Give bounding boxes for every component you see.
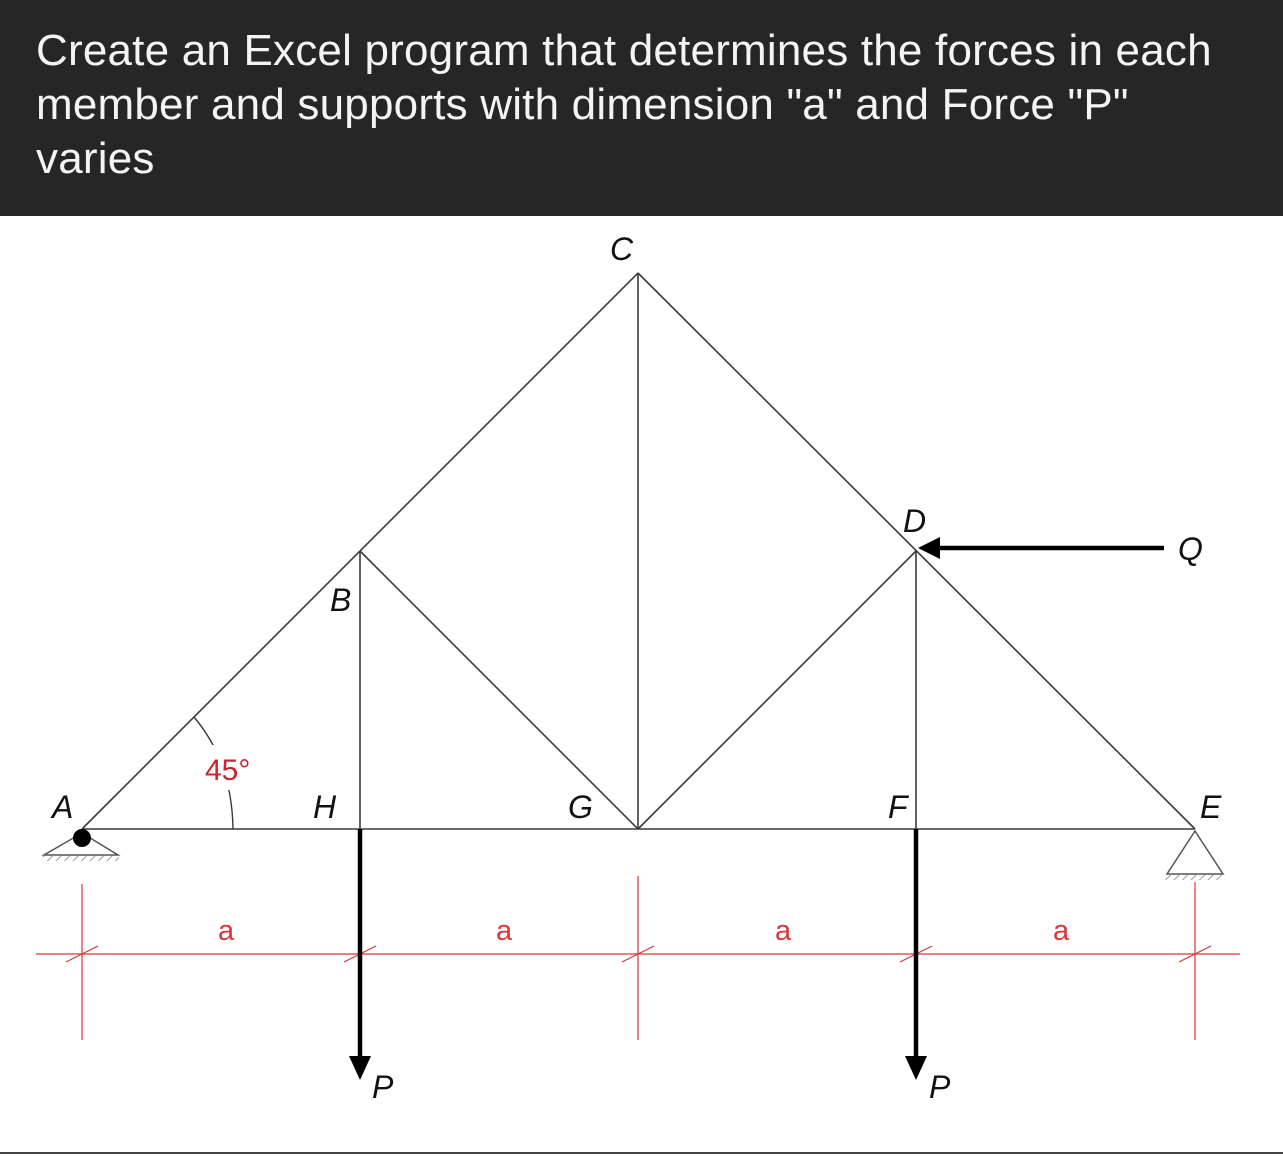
member-GD — [637, 550, 917, 830]
tick-G — [621, 945, 655, 963]
pin-support-A — [41, 829, 121, 861]
dimension-lines — [36, 876, 1240, 1040]
node-label-H: H — [313, 789, 337, 825]
dimension-label-2: a — [496, 915, 513, 947]
member-BG — [359, 550, 639, 830]
load-arrow-Q — [918, 537, 1164, 559]
tick-E — [1178, 945, 1212, 963]
node-label-A: A — [50, 789, 73, 825]
node-label-F: F — [888, 789, 910, 825]
question-banner: Create an Excel program that determines … — [0, 0, 1283, 216]
node-label-B: B — [330, 582, 351, 618]
node-label-D: D — [903, 503, 926, 539]
support-E — [1165, 829, 1225, 880]
angle-label: 45° — [205, 754, 250, 787]
tick-A — [65, 945, 99, 963]
dimension-label-4: a — [1053, 915, 1070, 947]
node-label-C: C — [610, 231, 634, 267]
dimension-label-1: a — [218, 915, 235, 947]
load-arrow-P-F — [905, 829, 927, 1080]
node-label-E: E — [1200, 789, 1222, 825]
dimension-label-3: a — [775, 915, 792, 947]
load-label-P-1: P — [372, 1069, 394, 1105]
load-arrow-P-H — [349, 829, 371, 1080]
angle-label-bg — [205, 745, 263, 790]
load-label-P-2: P — [929, 1069, 951, 1105]
question-text: Create an Excel program that determines … — [36, 26, 1212, 183]
node-label-G: G — [568, 789, 593, 825]
load-label-Q: Q — [1178, 531, 1203, 567]
bottom-divider — [0, 1152, 1283, 1154]
truss-members — [81, 272, 1196, 830]
